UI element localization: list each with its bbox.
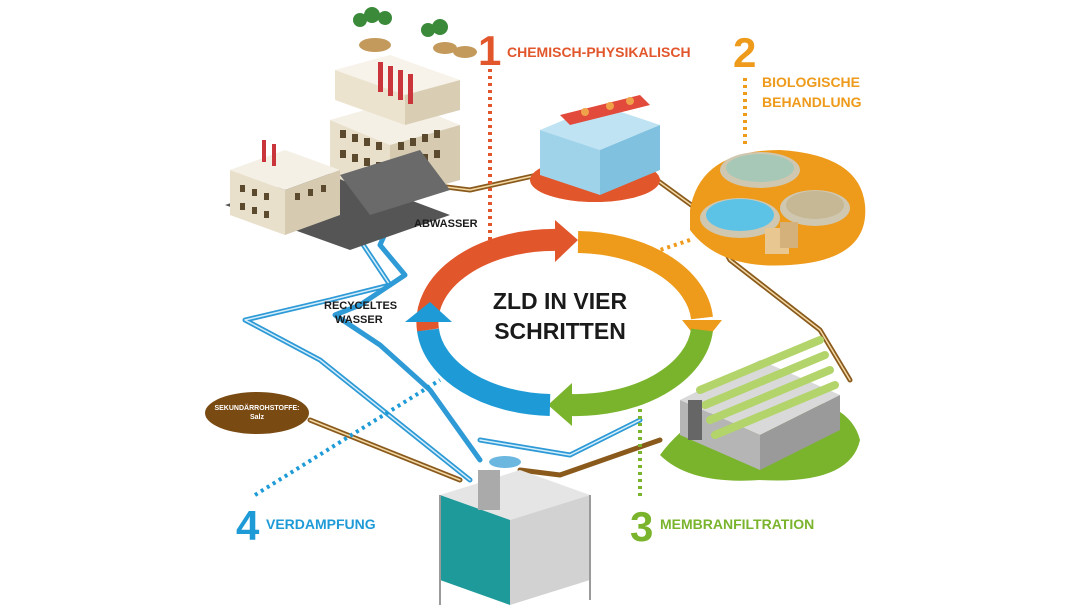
cycle-arrow-orange xyxy=(577,231,713,320)
unit-verdampfung xyxy=(439,456,591,605)
cycle-arrow-green xyxy=(569,328,713,417)
unit-chemisch-physikalisch xyxy=(530,95,660,202)
step-1-number: 1 xyxy=(478,27,502,74)
leader-lines xyxy=(253,62,747,500)
center-title: ZLD IN VIER SCHRITTEN xyxy=(465,286,655,346)
unit-biologische-behandlung xyxy=(690,150,866,266)
step-2-label-line1: BIOLOGISCHE xyxy=(762,74,861,90)
unit-membranfiltration xyxy=(660,336,860,481)
byproduct-value: Salz xyxy=(249,414,264,421)
recycled-water-label-line2: WASSER xyxy=(335,314,383,326)
abwasser-label: ABWASSER xyxy=(414,218,478,230)
cycle-arrowhead-red xyxy=(555,220,578,262)
step-4-label: VERDAMPFUNG xyxy=(266,516,376,532)
step-2-number: 2 xyxy=(733,29,757,76)
cycle-ring xyxy=(405,220,722,426)
recycled-water-label-line1: RECYCELTES xyxy=(324,300,398,312)
step-3-number: 3 xyxy=(630,503,654,550)
center-title-line1: ZLD IN VIER xyxy=(492,288,628,314)
step-1-label: CHEMISCH-PHYSIKALISCH xyxy=(507,44,691,60)
factory xyxy=(225,7,477,250)
cycle-arrowhead-blue xyxy=(405,302,452,322)
step-3-label: MEMBRANFILTRATION xyxy=(660,516,815,532)
step-2-label-line2: BEHANDLUNG xyxy=(762,94,862,110)
step-4-number: 4 xyxy=(236,502,260,549)
cycle-arrow-blue xyxy=(417,328,551,416)
center-title-line2: SCHRITTEN xyxy=(494,318,626,344)
cycle-arrowhead-green xyxy=(548,383,572,426)
byproduct-label: SEKUNDÄRROHSTOFFE: xyxy=(214,405,300,412)
byproduct-badge: SEKUNDÄRROHSTOFFE: Salz xyxy=(205,392,309,434)
